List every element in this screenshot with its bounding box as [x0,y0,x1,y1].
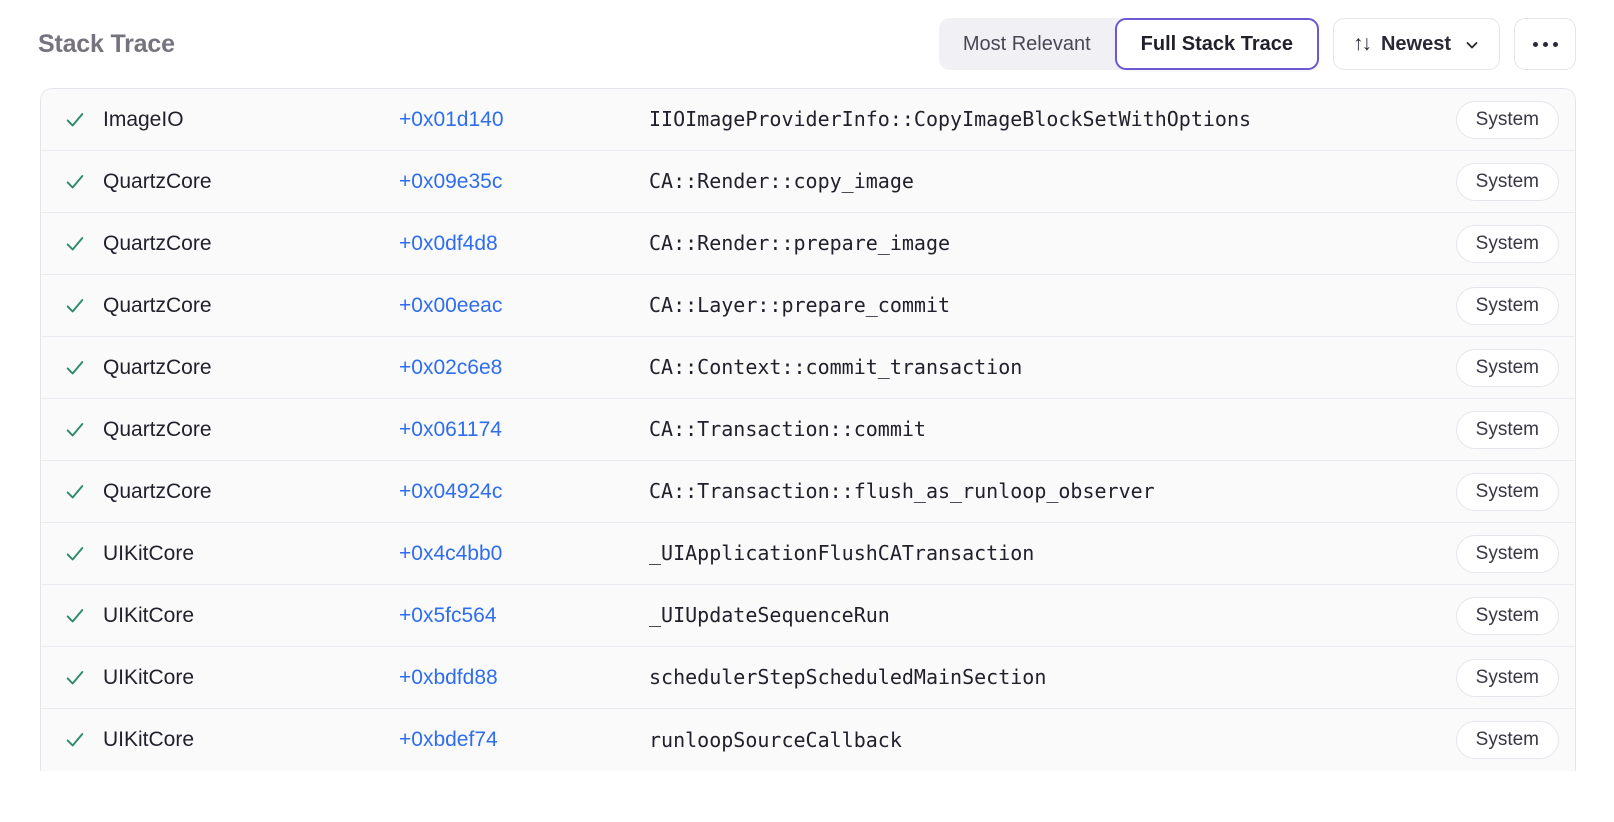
frame-function-name: CA::Render::copy_image [649,169,914,194]
status-badge: System [1455,658,1559,697]
stack-trace-table: ImageIO +0x01d140 IIOImageProviderInfo::Co… [40,88,1576,771]
frame-included-checkmark[interactable] [41,543,103,565]
frame-origin-badge-cell: System [1419,162,1559,201]
frame-included-checkmark[interactable] [41,729,103,751]
table-row[interactable]: QuartzCore +0x0df4d8 CA::Render::prepare_i… [41,213,1575,275]
trace-view-segmented-control[interactable]: Most Relevant Full Stack Trace [938,18,1319,70]
table-row[interactable]: UIKitCore +0xbdef74 runloopSourceCallback S… [41,709,1575,771]
frame-origin-badge-cell: System [1419,286,1559,325]
frame-offset-link[interactable]: +0x09e35c [399,169,503,193]
frame-included-checkmark[interactable] [41,357,103,379]
frame-function-name: CA::Context::commit_transaction [649,355,1023,380]
frame-function-name: _UIUpdateSequenceRun [649,603,890,628]
tab-most-relevant[interactable]: Most Relevant [939,18,1115,70]
frame-module-name: QuartzCore [103,169,212,193]
frame-module-name: ImageIO [103,107,184,131]
frame-offset-link[interactable]: +0x01d140 [399,107,504,131]
frame-offset-link[interactable]: +0x04924c [399,479,503,503]
frame-offset-link[interactable]: +0xbdef74 [399,728,498,751]
tab-full-stack-trace[interactable]: Full Stack Trace [1114,18,1319,70]
frame-origin-badge-cell: System [1419,472,1559,511]
frame-included-checkmark[interactable] [41,605,103,627]
frame-function-name: runloopSourceCallback [649,727,902,752]
frame-offset-link[interactable]: +0x061174 [399,417,502,441]
status-badge: System [1455,100,1559,139]
page-title: Stack Trace [38,29,175,58]
frame-origin-badge-cell: System [1419,534,1559,573]
frame-module-name: UIKitCore [103,665,195,689]
table-row[interactable]: UIKitCore +0x5fc564 _UIUpdateSequenceRun Sy… [41,585,1575,647]
frame-offset-link[interactable]: +0x00eeac [399,293,503,317]
frame-included-checkmark[interactable] [41,171,103,193]
frame-origin-badge-cell: System [1419,658,1559,697]
frame-module-name: QuartzCore [103,479,212,503]
frame-module-name: UIKitCore [103,541,195,565]
frame-function-name: schedulerStepScheduledMainSection [649,665,1047,690]
table-row[interactable]: ImageIO +0x01d140 IIOImageProviderInfo::Co… [41,89,1575,151]
panel-header: Stack Trace Most Relevant Full Stack Tra… [0,0,1614,88]
header-actions: Most Relevant Full Stack Trace ↑↓ Newest [938,18,1576,70]
table-row[interactable]: UIKitCore +0xbdfd88 schedulerStepScheduled… [41,647,1575,709]
sort-arrows-icon: ↑↓ [1352,31,1372,55]
frame-function-name: CA::Transaction::flush_as_runloop_observ… [649,479,1155,504]
status-badge: System [1455,410,1559,449]
status-badge: System [1455,472,1559,511]
status-badge: System [1455,224,1559,263]
frame-included-checkmark[interactable] [41,233,103,255]
table-row[interactable]: QuartzCore +0x09e35c CA::Render::copy_imag… [41,151,1575,213]
more-options-icon-dot3 [1552,41,1558,47]
frame-function-name: _UIApplicationFlushCATransaction [649,541,1035,566]
more-options-button[interactable] [1514,18,1576,70]
status-badge: System [1455,286,1559,325]
more-options-icon [1532,41,1538,47]
frame-module-name: QuartzCore [103,417,212,441]
frame-included-checkmark[interactable] [41,667,103,689]
frame-included-checkmark[interactable] [41,419,103,441]
chevron-down-icon [1464,36,1480,52]
frame-module-name: QuartzCore [103,355,212,379]
frame-function-name: IIOImageProviderInfo::CopyImageBlockSetW… [649,107,1252,132]
frame-included-checkmark[interactable] [41,481,103,503]
sort-label: Newest [1380,32,1451,55]
frame-origin-badge-cell: System [1419,348,1559,387]
frame-offset-link[interactable]: +0x0df4d8 [399,231,498,255]
frame-origin-badge-cell: System [1419,721,1559,759]
more-options-icon-dot2 [1542,41,1548,47]
sort-button[interactable]: ↑↓ Newest [1332,18,1500,70]
frame-offset-link[interactable]: +0x02c6e8 [399,355,503,379]
frame-function-name: CA::Layer::prepare_commit [649,293,951,318]
table-row[interactable]: UIKitCore +0x4c4bb0 _UIApplicationFlushCAT… [41,523,1575,585]
frame-origin-badge-cell: System [1419,410,1559,449]
frame-origin-badge-cell: System [1419,100,1559,139]
frame-included-checkmark[interactable] [41,109,103,131]
status-badge: System [1455,534,1559,573]
status-badge: System [1455,348,1559,387]
table-row[interactable]: QuartzCore +0x04924c CA::Transaction::flus… [41,461,1575,523]
status-badge: System [1455,596,1559,635]
frame-origin-badge-cell: System [1419,224,1559,263]
frame-offset-link[interactable]: +0xbdfd88 [399,665,498,689]
frame-module-name: UIKitCore [103,728,195,751]
frame-module-name: QuartzCore [103,231,212,255]
table-row[interactable]: QuartzCore +0x061174 CA::Transaction::comm… [41,399,1575,461]
frame-offset-link[interactable]: +0x4c4bb0 [399,541,503,565]
frame-module-name: QuartzCore [103,293,212,317]
status-badge: System [1455,162,1559,201]
status-badge: System [1455,721,1559,759]
frame-module-name: UIKitCore [103,603,195,627]
table-row[interactable]: QuartzCore +0x02c6e8 CA::Context::commit_t… [41,337,1575,399]
frame-origin-badge-cell: System [1419,596,1559,635]
frame-function-name: CA::Render::prepare_image [649,231,951,256]
frame-offset-link[interactable]: +0x5fc564 [399,603,497,627]
table-row[interactable]: QuartzCore +0x00eeac CA::Layer::prepare_co… [41,275,1575,337]
frame-function-name: CA::Transaction::commit [649,417,926,442]
frame-included-checkmark[interactable] [41,295,103,317]
